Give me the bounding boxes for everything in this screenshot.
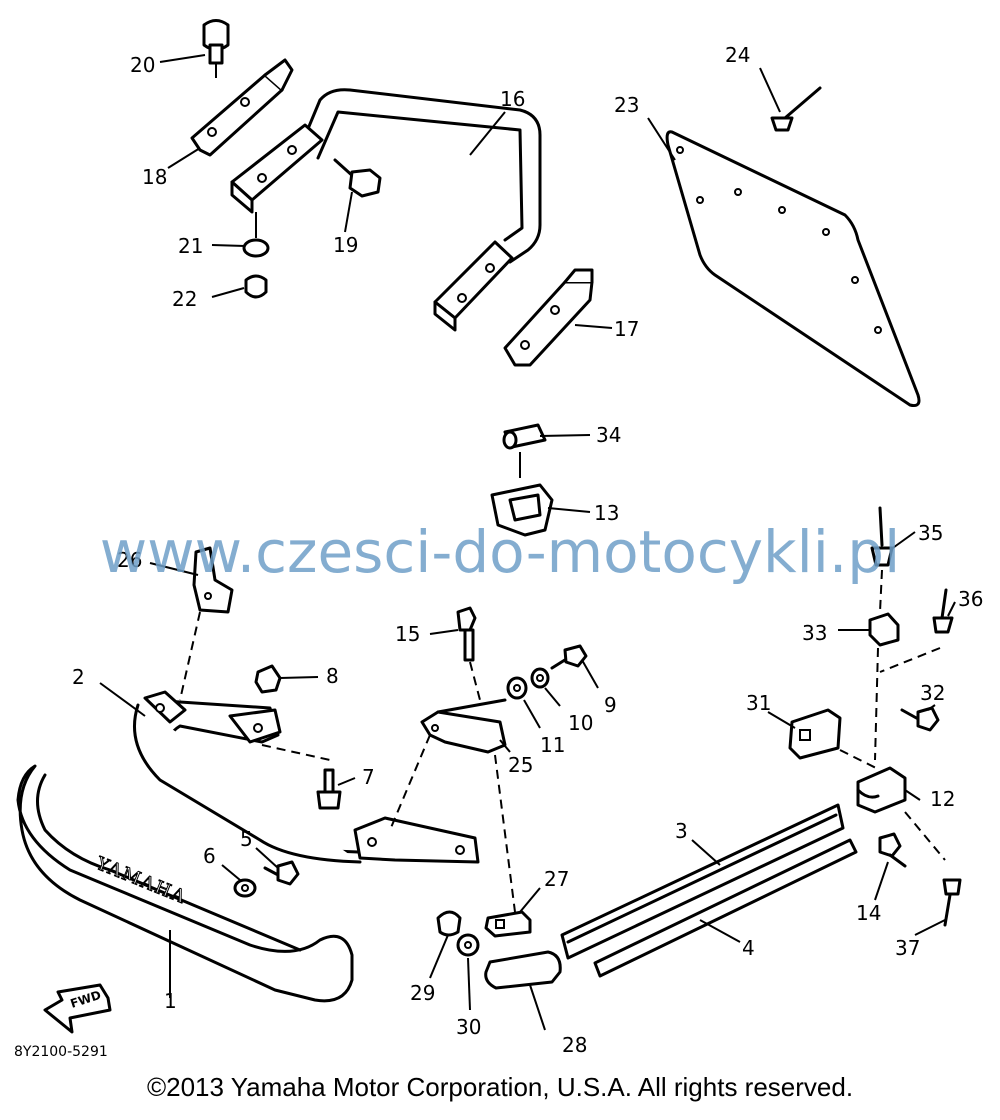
callout-31: 31 bbox=[746, 691, 771, 715]
callout-19: 19 bbox=[333, 233, 358, 257]
callout-9: 9 bbox=[604, 693, 617, 717]
callout-33: 33 bbox=[802, 621, 827, 645]
rivet-36 bbox=[879, 588, 954, 673]
callout-2: 2 bbox=[72, 665, 85, 689]
callout-16: 16 bbox=[500, 87, 525, 111]
callout-21: 21 bbox=[178, 234, 203, 258]
fwd-arrow-icon: FWD bbox=[43, 983, 112, 1034]
callout-15: 15 bbox=[395, 622, 420, 646]
callout-27: 27 bbox=[544, 867, 569, 891]
callout-8: 8 bbox=[326, 664, 339, 688]
cap-33 bbox=[868, 612, 900, 761]
callout-12: 12 bbox=[930, 787, 955, 811]
bracket-31 bbox=[788, 708, 842, 760]
grommet-29 bbox=[436, 910, 462, 937]
callout-34: 34 bbox=[596, 423, 621, 447]
callout-11: 11 bbox=[540, 733, 565, 757]
callout-37: 37 bbox=[895, 936, 920, 960]
handle-bar-16 bbox=[230, 88, 542, 332]
callout-24: 24 bbox=[725, 43, 750, 67]
callout-1: 1 bbox=[164, 989, 177, 1013]
callout-29: 29 bbox=[410, 981, 435, 1005]
copyright-notice: ©2013 Yamaha Motor Corporation, U.S.A. A… bbox=[146, 1072, 854, 1102]
bolt-7 bbox=[261, 744, 342, 810]
guard-bar-2 bbox=[133, 690, 480, 864]
callout-6: 6 bbox=[203, 844, 216, 868]
rivet-37 bbox=[942, 878, 962, 927]
callout-13: 13 bbox=[594, 501, 619, 525]
bracket-17 bbox=[503, 268, 594, 367]
bracket-13 bbox=[490, 483, 554, 537]
clip-27 bbox=[484, 910, 532, 938]
bracket-26 bbox=[179, 546, 234, 701]
washer-10 bbox=[530, 667, 550, 689]
washer-30 bbox=[456, 933, 480, 957]
washer-21 bbox=[242, 212, 270, 258]
bolt-15 bbox=[456, 606, 481, 701]
callout-20: 20 bbox=[130, 53, 155, 77]
cap-34 bbox=[502, 423, 547, 478]
callout-35: 35 bbox=[918, 521, 943, 545]
callout-10: 10 bbox=[568, 711, 593, 735]
bolt-14 bbox=[878, 832, 907, 868]
callout-17: 17 bbox=[614, 317, 639, 341]
callout-26: 26 bbox=[117, 548, 142, 572]
rivet-24 bbox=[770, 86, 822, 132]
callout-25: 25 bbox=[508, 753, 533, 777]
emblem-panel-1: YAMAHA bbox=[16, 764, 354, 1003]
callout-22: 22 bbox=[172, 287, 197, 311]
nut-8 bbox=[254, 664, 282, 694]
leader-lines bbox=[99, 54, 956, 1031]
bolt-9 bbox=[550, 644, 588, 670]
callout-30: 30 bbox=[456, 1015, 481, 1039]
callout-18: 18 bbox=[142, 165, 167, 189]
rivet-35 bbox=[870, 506, 894, 613]
callout-labels: 1 2 3 4 5 6 7 8 9 10 11 12 13 14 15 16 1… bbox=[72, 43, 983, 1057]
callout-7: 7 bbox=[362, 765, 375, 789]
washer-6 bbox=[233, 878, 257, 898]
nut-22 bbox=[244, 274, 268, 299]
molding-4 bbox=[593, 838, 858, 978]
callout-23: 23 bbox=[614, 93, 639, 117]
callout-32: 32 bbox=[920, 681, 945, 705]
pad-28 bbox=[484, 950, 562, 990]
bolt-20 bbox=[202, 19, 230, 78]
callout-5: 5 bbox=[240, 827, 253, 851]
callout-28: 28 bbox=[562, 1033, 587, 1057]
bracket-18 bbox=[190, 58, 294, 157]
callout-36: 36 bbox=[958, 587, 983, 611]
callout-3: 3 bbox=[675, 819, 688, 843]
diagram-code: 8Y2100-5291 bbox=[14, 1044, 108, 1060]
bolt-32 bbox=[900, 706, 940, 732]
washer-11 bbox=[506, 676, 528, 700]
molding-3 bbox=[560, 803, 845, 960]
bracket-25 bbox=[389, 698, 516, 913]
bolt-19 bbox=[333, 158, 382, 198]
bolt-5 bbox=[263, 860, 300, 886]
plate-23 bbox=[665, 130, 921, 407]
callout-14: 14 bbox=[856, 901, 881, 925]
bracket-12 bbox=[839, 749, 946, 861]
callout-4: 4 bbox=[742, 936, 755, 960]
